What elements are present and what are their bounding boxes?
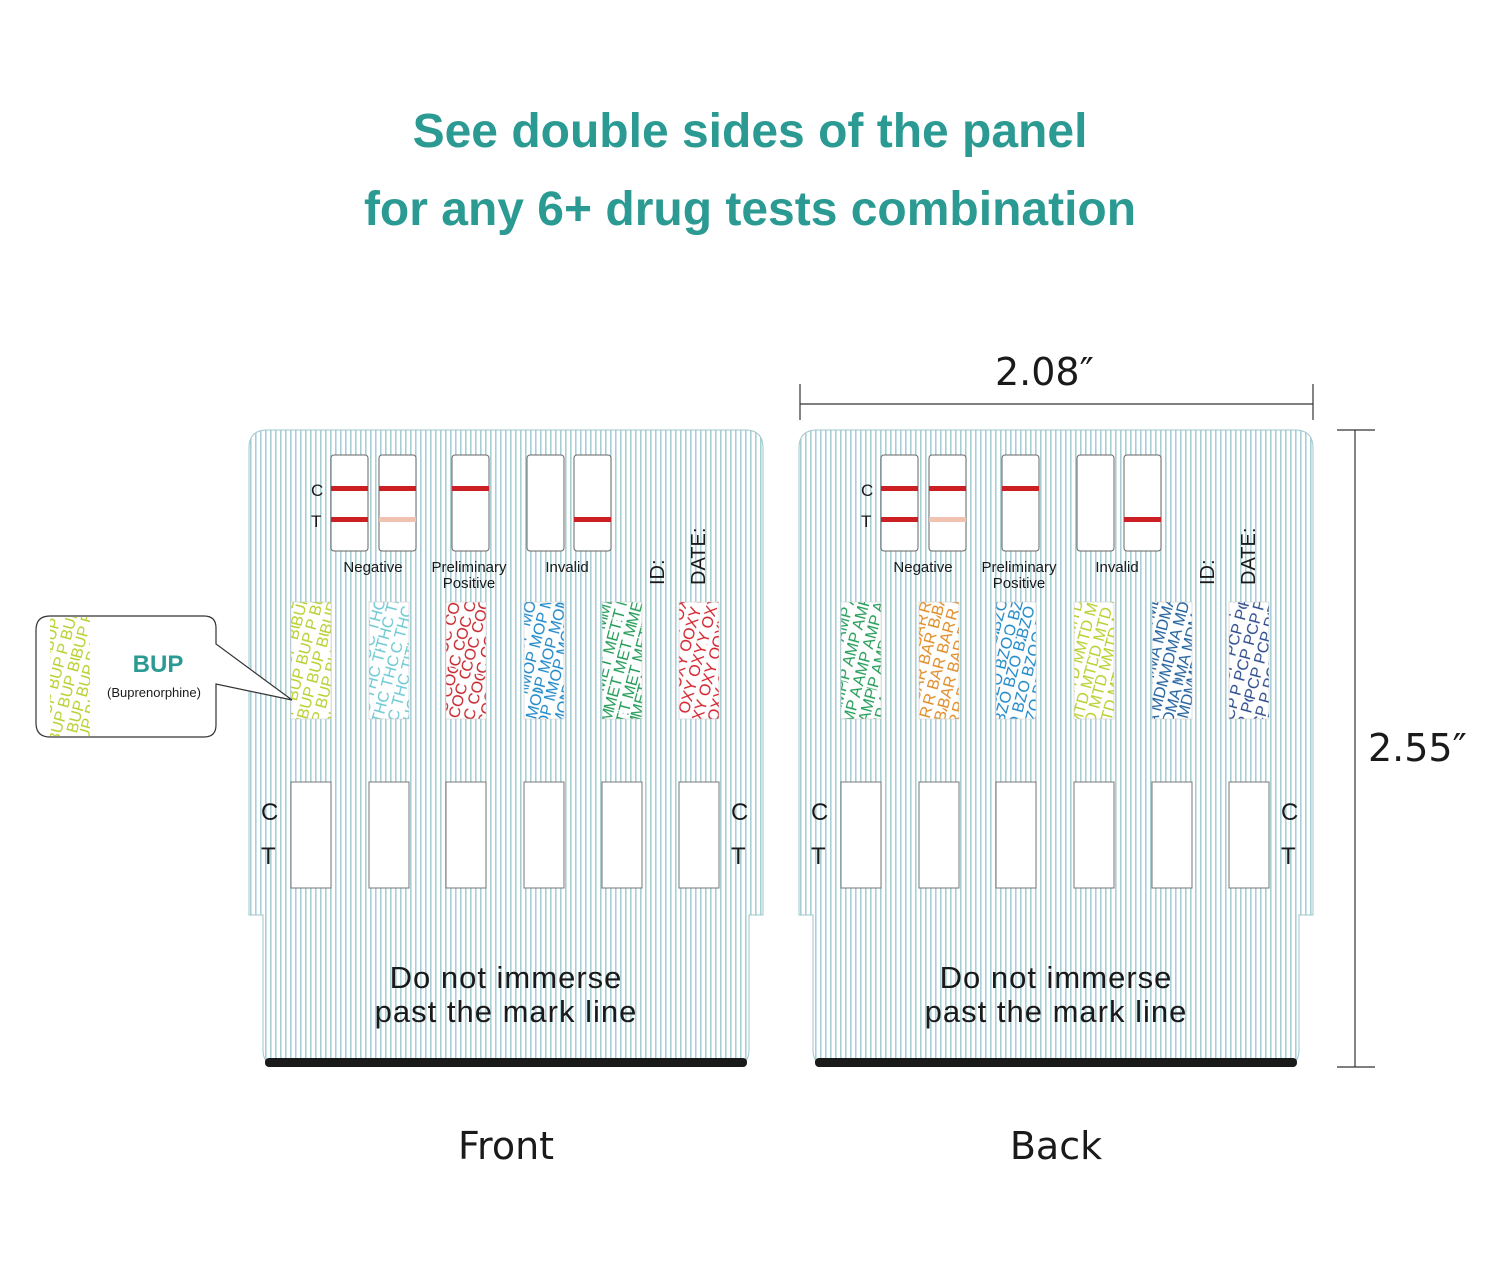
drug-strip-oxy [678, 601, 720, 720]
result-window-pcp [1228, 781, 1270, 889]
height-dimension [1337, 429, 1375, 1068]
result-window-mdma [1151, 781, 1193, 889]
callout-strip-sample [50, 617, 90, 736]
front-mark-line [265, 1058, 747, 1067]
result-window-bup [290, 781, 332, 889]
back-positive-label: Positive [993, 575, 1046, 592]
drug-strip-bup [290, 601, 332, 720]
back-date-label: DATE: [1238, 528, 1260, 585]
callout-name: (Buprenorphine) [107, 685, 201, 700]
back-preliminary-label: Preliminary [981, 559, 1057, 576]
back-legend-window [928, 454, 967, 552]
front-control-line [331, 486, 368, 491]
drug-strip-thc [368, 601, 410, 720]
back-test-line [929, 517, 966, 522]
back-left-t-label: T [811, 843, 826, 870]
bup-callout: BUP (Buprenorphine) [35, 615, 293, 738]
front-legend-window [573, 454, 612, 552]
headline-line-1: See double sides of the panel [412, 105, 1088, 158]
back-legend-t-label: T [861, 512, 871, 531]
back-right-c-label: C [1281, 799, 1298, 826]
back-invalid-label: Invalid [1095, 559, 1138, 576]
front-immerse-line-2: past the mark line [375, 994, 638, 1029]
result-window-mop [523, 781, 565, 889]
drug-strip-amp [840, 601, 882, 720]
front-test-line [574, 517, 611, 522]
drug-strip-mtd [1073, 601, 1115, 720]
front-legend-window [378, 454, 417, 552]
result-window-thc [368, 781, 410, 889]
front-legend-window [330, 454, 369, 552]
result-window-bar [918, 781, 960, 889]
front-legend-t-label: T [311, 512, 321, 531]
width-dimension-label: 2.08″ [995, 350, 1094, 394]
back-legend-window [1076, 454, 1115, 552]
front-left-t-label: T [261, 843, 276, 870]
front-right-t-label: T [731, 843, 746, 870]
drug-strip-mop [523, 601, 565, 720]
drug-strip-coc [445, 601, 487, 720]
front-legend-c-label: C [311, 481, 323, 500]
result-window-met [601, 781, 643, 889]
front-invalid-label: Invalid [545, 559, 588, 576]
front-left-c-label: C [261, 799, 278, 826]
front-negative-label: Negative [343, 559, 402, 576]
front-legend-window [526, 454, 565, 552]
back-immerse-line-2: past the mark line [925, 994, 1188, 1029]
callout-code: BUP [133, 651, 184, 678]
width-dimension [799, 384, 1314, 420]
front-immerse-line-1: Do not immerse [390, 960, 623, 995]
back-left-c-label: C [811, 799, 828, 826]
back-control-line [929, 486, 966, 491]
callout-bubble [35, 615, 293, 738]
back-negative-label: Negative [893, 559, 952, 576]
drug-strip-mdma [1151, 601, 1193, 720]
front-positive-label: Positive [443, 575, 496, 592]
front-test-line [379, 517, 416, 522]
back-legend-window [880, 454, 919, 552]
front-control-line [379, 486, 416, 491]
back-legend-window [1001, 454, 1040, 552]
back-legend-window [1123, 454, 1162, 552]
headline-line-2: for any 6+ drug tests combination [363, 183, 1137, 236]
back-test-line [881, 517, 918, 522]
drug-strip-met [601, 601, 643, 720]
front-test-line [331, 517, 368, 522]
front-date-label: DATE: [688, 528, 710, 585]
back-right-t-label: T [1281, 843, 1296, 870]
back-control-line [881, 486, 918, 491]
back-mark-line [815, 1058, 1297, 1067]
result-window-amp [840, 781, 882, 889]
result-window-coc [445, 781, 487, 889]
front-caption: Front [457, 1124, 555, 1168]
result-window-oxy [678, 781, 720, 889]
back-legend-c-label: C [861, 481, 873, 500]
front-right-c-label: C [731, 799, 748, 826]
back-id-label: ID: [1197, 559, 1219, 585]
back-caption: Back [1009, 1124, 1103, 1168]
back-test-line [1124, 517, 1161, 522]
drug-strip-pcp [1228, 601, 1270, 720]
front-legend-window [451, 454, 490, 552]
drug-strip-bar [918, 601, 960, 720]
drug-strip-bzo [995, 601, 1037, 720]
back-control-line [1002, 486, 1039, 491]
front-id-label: ID: [647, 559, 669, 585]
result-window-mtd [1073, 781, 1115, 889]
front-preliminary-label: Preliminary [431, 559, 507, 576]
height-dimension-label: 2.55″ [1368, 726, 1467, 770]
result-window-bzo [995, 781, 1037, 889]
back-immerse-line-1: Do not immerse [940, 960, 1173, 995]
front-control-line [452, 486, 489, 491]
